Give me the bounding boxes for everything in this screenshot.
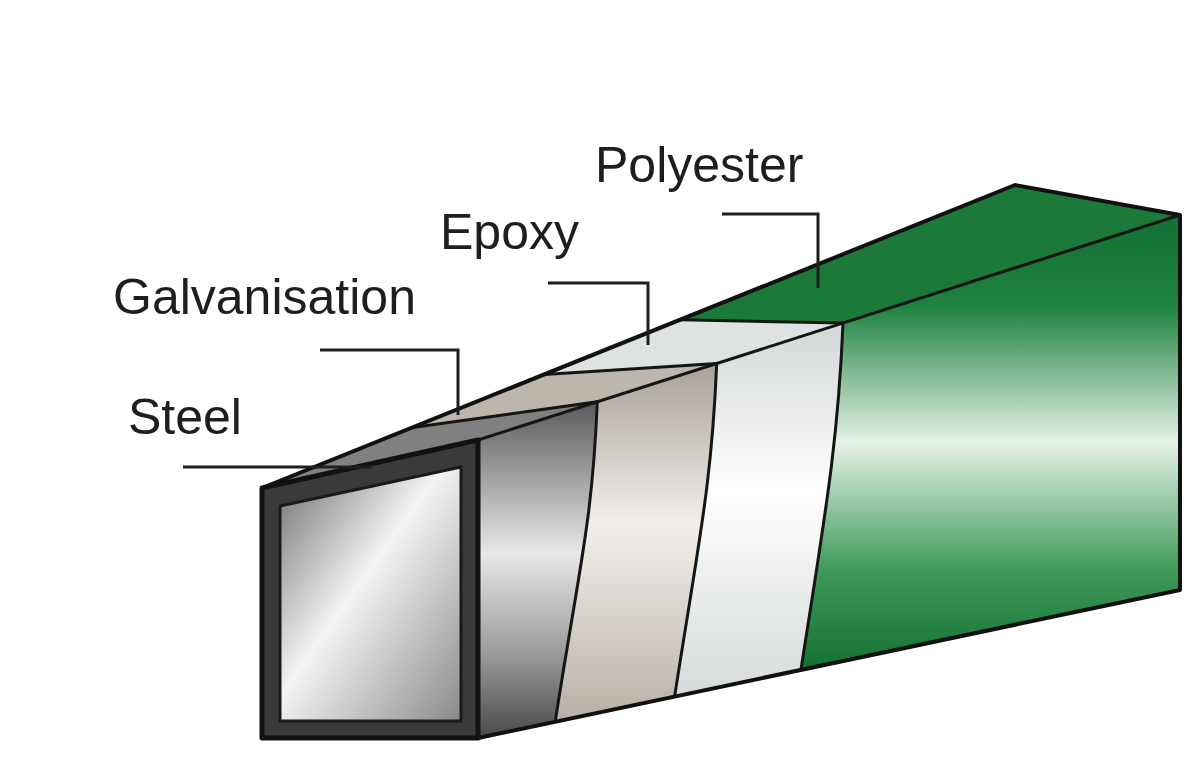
- band-boundaries: [413, 215, 1180, 722]
- leader-line: [183, 466, 372, 469]
- leader-line: [320, 350, 458, 415]
- part-label: Polyester: [595, 138, 803, 193]
- part-label: Epoxy: [440, 205, 579, 260]
- steel-wall-section: [262, 440, 478, 738]
- leader-line: [722, 214, 818, 288]
- part-label: Steel: [128, 390, 242, 445]
- tube-outline: [262, 185, 1180, 738]
- leader-line: [548, 283, 648, 345]
- part-label: Galvanisation: [113, 270, 416, 325]
- tube-opening: [280, 467, 461, 721]
